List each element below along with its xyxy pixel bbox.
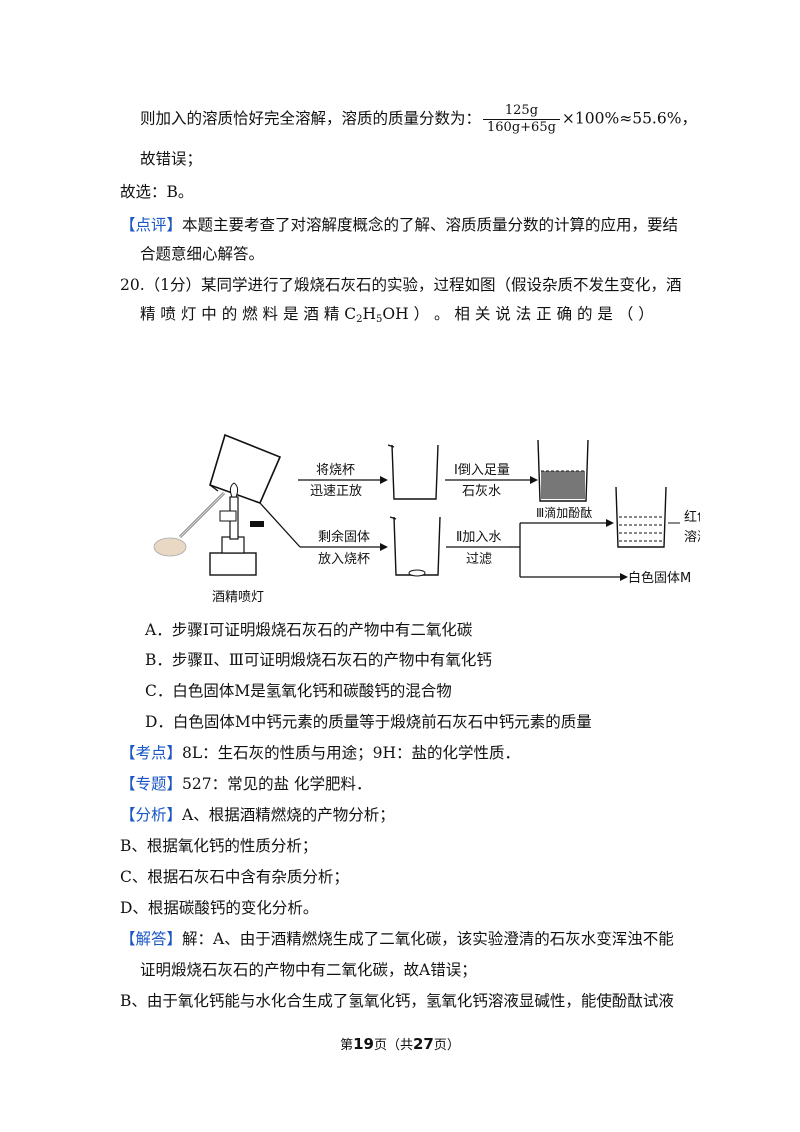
fenxi-text: A、根据酒精燃烧的产物分析；	[182, 806, 395, 824]
fraction-lead-text: 则加入的溶质恰好完全溶解，溶质的质量分数为：	[140, 109, 482, 128]
fraction-denominator: 160g+65g	[487, 120, 556, 135]
lamp-label: 酒精喷灯	[212, 590, 264, 605]
line-fenxi-b: B、根据氧化钙的性质分析；	[120, 837, 318, 855]
step-bottom-label-1: 剩余固体	[318, 529, 370, 545]
option-d: D．白色固体M中钙元素的质量等于煅烧前石灰石中钙元素的质量	[145, 713, 592, 731]
fraction-tail-text: ×100%≈55.6%，	[561, 109, 697, 128]
step-II-label-2: 过滤	[466, 552, 492, 567]
alcohol-lamp-icon	[153, 482, 264, 576]
red-solution-beaker-icon	[615, 486, 680, 548]
kaodian-text: 8L：生石灰的性质与用途；9H：盐的化学性质．	[182, 744, 521, 762]
line-jieda-cont: 证明煅烧石灰石的产物中有二氧化碳，故A错误；	[140, 961, 477, 979]
kaodian-tag: 【考点】	[120, 744, 183, 762]
question-20-stem: 20.（1分）某同学进行了煅烧石灰石的实验，过程如图（假设杂质不发生变化，酒	[120, 276, 682, 294]
solid-beaker-icon	[389, 516, 441, 577]
step-III-label: Ⅲ滴加酚酞	[536, 505, 592, 520]
line-comment-cont: 合题意细心解答。	[140, 245, 265, 263]
inverted-beaker-icon	[209, 433, 282, 505]
zhuanti-text: 527：常见的盐 化学肥料．	[182, 775, 372, 793]
line-fenxi: 【分析】A、根据酒精燃烧的产物分析；	[120, 805, 395, 825]
step-I-label-2: 石灰水	[462, 484, 501, 499]
stem-h: H	[362, 305, 377, 323]
fraction-numerator: 125g	[483, 103, 560, 120]
line-zhuanti: 【专题】527：常见的盐 化学肥料．	[120, 774, 372, 794]
line-jieda: 【解答】解：A、由于酒精燃烧生成了二氧化碳，该实验澄清的石灰水变浑浊不能	[120, 929, 674, 949]
comment-text: 本题主要考查了对溶解度概念的了解、溶质质量分数的计算的应用，要结	[182, 216, 679, 234]
step-top-label-1: 将烧杯	[316, 463, 355, 478]
line-fenxi-d: D、根据碳酸钙的变化分析。	[120, 899, 319, 917]
total-pages: 27	[413, 1035, 434, 1053]
empty-beaker-icon	[387, 444, 439, 500]
step-I-label-1: Ⅰ倒入足量	[454, 463, 510, 478]
subscript-5: 5	[376, 314, 383, 325]
zhuanti-tag: 【专题】	[120, 775, 183, 793]
line-fenxi-c: C、根据石灰石中含有杂质分析；	[120, 868, 349, 886]
white-solid-label: 白色固体M	[628, 570, 691, 586]
line-wrong: 故错误；	[140, 150, 203, 168]
line-jieda-b: B、由于氧化钙能与水化合生成了氢氧化钙，氢氧化钙溶液显碱性，能使酚酞试液	[120, 992, 674, 1010]
line-answer: 故选：B。	[120, 183, 194, 201]
option-a: A．步骤Ⅰ可证明煅烧石灰石的产物中有二氧化碳	[145, 621, 473, 639]
step-bottom-label-2: 放入烧杯	[318, 552, 370, 567]
comment-tag: 【点评】	[120, 216, 183, 234]
limewater-beaker-icon	[537, 439, 589, 502]
step-II-label-1: Ⅱ加入水	[456, 530, 501, 545]
question-20-stem-cont: 精 喷 灯 中 的 燃 料 是 酒 精 C2H5OH ） 。 相 关 说 法 正…	[140, 304, 654, 330]
jieda-tag: 【解答】	[120, 930, 183, 948]
footer-mid: 页（共	[373, 1038, 413, 1053]
line-comment: 【点评】本题主要考查了对溶解度概念的了解、溶质质量分数的计算的应用，要结	[120, 215, 678, 235]
line-kaodian: 【考点】8L：生石灰的性质与用途；9H：盐的化学性质．	[120, 743, 520, 763]
stem-post: OH ） 。 相 关 说 法 正 确 的 是 （ ）	[382, 305, 654, 323]
stem-pre: 精 喷 灯 中 的 燃 料 是 酒 精 C	[140, 305, 357, 323]
option-b: B．步骤Ⅱ、Ⅲ可证明煅烧石灰石的产物中有氧化钙	[145, 651, 492, 669]
option-c: C．白色固体M是氢氧化钙和碳酸钙的混合物	[145, 682, 452, 700]
red-solution-label-2: 溶液	[684, 530, 700, 545]
jieda-text: 解：A、由于酒精燃烧生成了二氧化碳，该实验澄清的石灰水变浑浊不能	[182, 930, 674, 948]
footer-pre: 第	[340, 1038, 354, 1053]
fenxi-tag: 【分析】	[120, 806, 183, 824]
page-number: 19	[353, 1035, 374, 1053]
page-footer: 第19页（共27页）	[0, 1034, 800, 1053]
subscript-2: 2	[356, 314, 363, 325]
footer-post: 页）	[433, 1038, 460, 1053]
experiment-diagram: 酒精喷灯 将烧杯 迅速正放 Ⅰ倒入足量 石灰水 剩余固体 放入烧杯 Ⅱ加入水 过…	[153, 433, 700, 605]
step-top-label-2: 迅速正放	[310, 484, 362, 499]
red-solution-label-1: 红色	[684, 509, 700, 525]
